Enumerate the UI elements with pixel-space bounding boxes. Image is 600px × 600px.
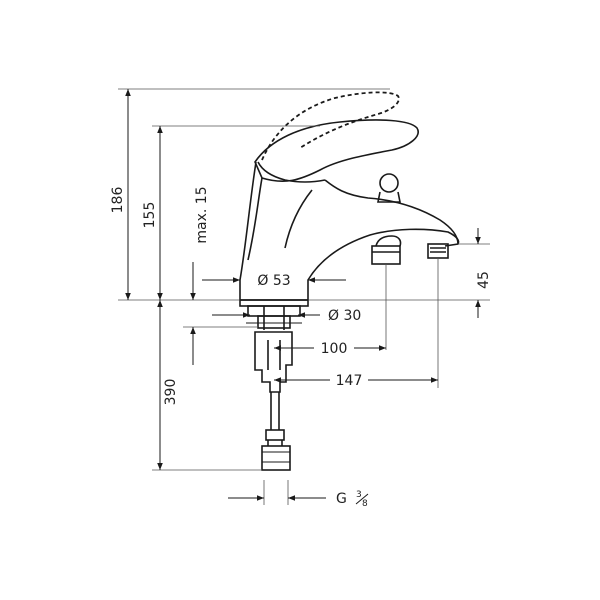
dim-label-spout-reach: 147 [336, 373, 363, 389]
thread-fraction-bar [355, 493, 369, 505]
dim-label-max-thickness: max. 15 [194, 186, 210, 243]
diverter-stem [377, 191, 401, 203]
dim-label-lever-height: 155 [142, 202, 158, 229]
dim-label-thread: G 3 8 [336, 490, 369, 509]
hose-nut-lines [262, 451, 290, 463]
shower-outlet-neck [375, 235, 402, 247]
dim-label-hole-diameter: Ø 30 [328, 308, 361, 324]
hose-neck [267, 440, 283, 446]
lever-hinge [257, 161, 326, 183]
lever-handle [254, 119, 419, 182]
mount-lines [263, 306, 285, 330]
faucet-body [239, 161, 460, 301]
mount-nut [247, 305, 301, 317]
flex-hose [270, 392, 280, 430]
lever-raised-outline [261, 91, 400, 161]
extension-lines [118, 88, 490, 505]
shower-outlet [371, 245, 401, 265]
dim-label-spout-height: 45 [476, 271, 492, 289]
thread-prefix: G [336, 491, 347, 507]
mount-shank [257, 315, 291, 329]
base-plate [239, 299, 309, 307]
body-inner-curve [284, 189, 313, 249]
dimension-lines [125, 89, 481, 501]
thread-numerator: 3 [356, 490, 362, 500]
dim-label-diverter-reach: 100 [321, 341, 348, 357]
dim-label-hose-length: 390 [163, 379, 179, 406]
spout-top [324, 179, 459, 245]
dim-label-total-height: 186 [110, 187, 126, 214]
hose-ferrule [265, 429, 285, 441]
hose-block-lines [267, 340, 281, 370]
body-line [247, 177, 263, 261]
spout-aerator [427, 243, 449, 259]
hose-nut [261, 445, 291, 471]
dim-label-base-diameter: Ø 53 [257, 273, 290, 289]
aerator-lines [430, 247, 446, 253]
hose-block [254, 331, 293, 393]
thread-denominator: 8 [362, 499, 368, 509]
diverter-knob [379, 173, 399, 193]
